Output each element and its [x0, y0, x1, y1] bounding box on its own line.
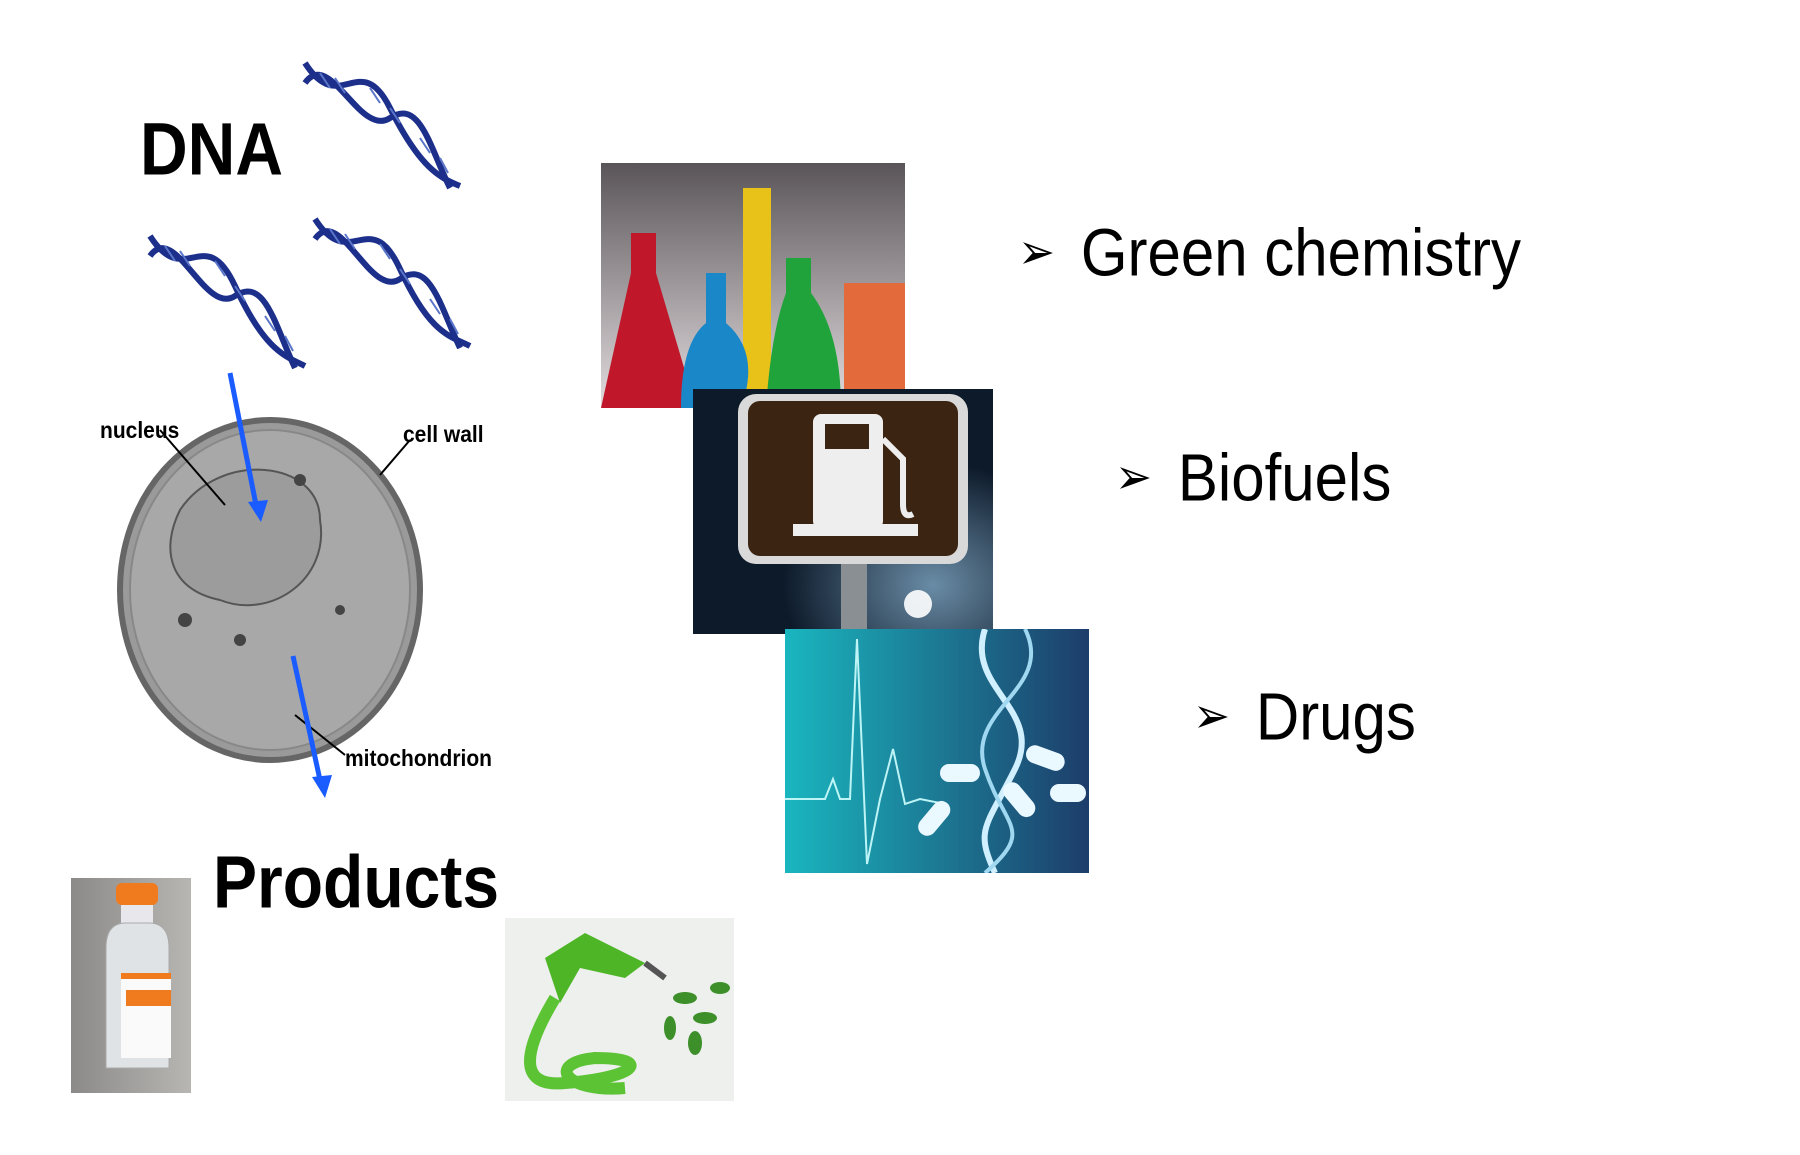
- chemistry-flasks-image: [601, 163, 905, 408]
- cell-wall-label: cell wall: [403, 422, 484, 448]
- flow-arrows: [227, 372, 332, 798]
- dna-helix-icon: [147, 234, 307, 370]
- bullet-label: Drugs: [1255, 678, 1416, 755]
- arrow-down-icon: [227, 372, 259, 506]
- bullet-item-green-chemistry: ➢ Green chemistry: [1018, 214, 1521, 291]
- bullet-item-biofuels: ➢ Biofuels: [1115, 439, 1391, 516]
- mitochondrion-label: mitochondrion: [345, 746, 492, 772]
- bullet-label: Green chemistry: [1080, 214, 1522, 291]
- nucleus-label: nucleus: [100, 418, 180, 444]
- fuel-pump-sign-image: [693, 389, 993, 634]
- dna-helix-icon: [302, 61, 462, 190]
- bullet-label: Biofuels: [1177, 439, 1392, 516]
- green-fuel-nozzle-image: [505, 918, 734, 1101]
- arrow-bullet-icon: ➢: [1018, 225, 1055, 280]
- arrow-bullet-icon: ➢: [1193, 689, 1230, 744]
- dna-helix-icon: [312, 217, 472, 349]
- products-title: Products: [213, 840, 500, 924]
- insulin-vial-image: [71, 878, 191, 1093]
- drugs-dna-pills-image: [785, 629, 1089, 873]
- dna-title: DNA: [140, 107, 283, 191]
- bullet-item-drugs: ➢ Drugs: [1193, 678, 1416, 755]
- yeast-cell-image: [117, 417, 423, 763]
- arrow-down-icon: [290, 655, 323, 781]
- arrow-bullet-icon: ➢: [1115, 450, 1152, 505]
